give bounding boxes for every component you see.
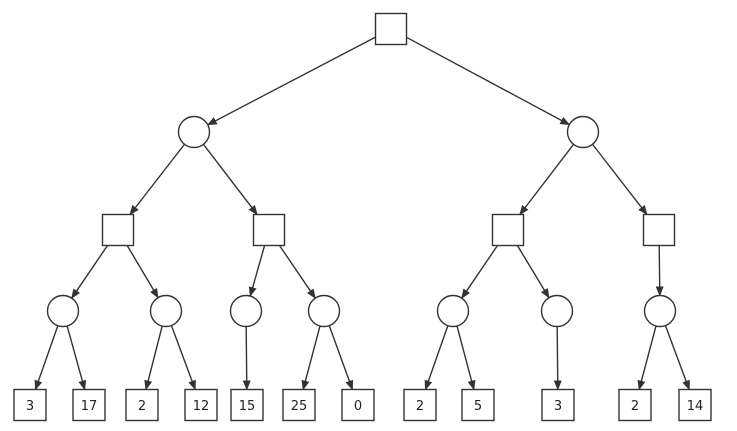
decision-node-square — [101, 213, 135, 247]
tree-edge-arrow — [406, 36, 571, 126]
tree-edge-arrow — [202, 143, 258, 216]
decision-node-square — [374, 12, 408, 46]
tree-edge-arrow — [278, 245, 316, 300]
leaf-value-label: 14 — [687, 399, 704, 414]
leaf-value-label: 12 — [193, 399, 210, 414]
tree-edge-arrow — [144, 325, 163, 391]
tree-edge-arrow — [66, 325, 87, 391]
tree-edge-arrow — [206, 36, 376, 126]
leaf-node-box — [341, 388, 375, 422]
leaf-value-label: 17 — [81, 399, 98, 414]
leaf-node: 0 — [341, 388, 375, 422]
leaf-node-box — [618, 388, 652, 422]
tree-edge-arrow — [637, 325, 657, 391]
chance-node-circle — [566, 115, 600, 149]
leaf-node-box — [282, 388, 316, 422]
leaf-value-label: 25 — [291, 399, 308, 414]
leaf-value-label: 2 — [631, 399, 639, 414]
leaf-node-box — [184, 388, 218, 422]
chance-node-circle — [46, 294, 80, 328]
leaf-node-box — [403, 388, 437, 422]
leaf-node: 3 — [541, 388, 575, 422]
tree-edge-arrow — [461, 245, 499, 300]
leaf-node: 3 — [13, 388, 47, 422]
chance-node-circle — [307, 294, 341, 328]
chance-node-circle — [229, 294, 263, 328]
tree-edge-arrow — [34, 325, 59, 391]
chance-node-circle — [436, 294, 470, 328]
tree-edge-arrow — [129, 143, 186, 216]
leaf-node-box — [541, 388, 575, 422]
leaf-node: 2 — [403, 388, 437, 422]
tree-edge-arrow — [242, 326, 251, 391]
tree-edge-arrow — [664, 325, 690, 391]
decision-node-square — [252, 213, 286, 247]
chance-node-circle — [540, 294, 574, 328]
chance-node-circle — [177, 115, 211, 149]
leaf-node-box — [125, 388, 159, 422]
leaf-value-label: 3 — [554, 399, 562, 414]
tree-edge-arrow — [519, 143, 575, 216]
leaf-node: 14 — [678, 388, 712, 422]
leaf-value-label: 5 — [474, 399, 482, 414]
chance-node-circle — [149, 294, 183, 328]
leaf-value-label: 2 — [416, 399, 424, 414]
leaf-node: 5 — [461, 388, 495, 422]
tree-edge-arrow — [170, 325, 196, 391]
tree-edge-arrow — [126, 245, 159, 299]
leaf-node-box — [13, 388, 47, 422]
leaf-value-label: 2 — [138, 399, 146, 414]
chance-node-circle — [643, 294, 677, 328]
leaf-node: 15 — [230, 388, 264, 422]
leaf-node-box — [230, 388, 264, 422]
decision-node-square — [642, 213, 676, 247]
tree-edge-arrow — [248, 245, 266, 298]
tree-edge-arrow — [516, 245, 550, 299]
tree-edge-arrow — [301, 325, 321, 391]
tree-edge-arrow — [71, 245, 109, 300]
leaf-node: 25 — [282, 388, 316, 422]
leaf-value-label: 0 — [354, 399, 362, 414]
tree-edge-arrow — [456, 325, 476, 391]
decision-node-square — [491, 213, 525, 247]
leaf-node: 12 — [184, 388, 218, 422]
leaf-node-box — [461, 388, 495, 422]
leaf-node: 2 — [618, 388, 652, 422]
leaf-value-label: 3 — [26, 399, 34, 414]
tree-edge-arrow — [591, 143, 648, 216]
leaf-node-box — [72, 388, 106, 422]
leaf-value-label: 15 — [239, 399, 256, 414]
tree-edge-arrow — [655, 245, 664, 297]
leaf-node-box — [678, 388, 712, 422]
tree-edge-arrow — [553, 326, 562, 391]
leaf-node: 17 — [72, 388, 106, 422]
leaf-node: 2 — [125, 388, 159, 422]
tree-edge-arrow — [424, 325, 449, 391]
tree-edge-arrow — [328, 325, 354, 391]
